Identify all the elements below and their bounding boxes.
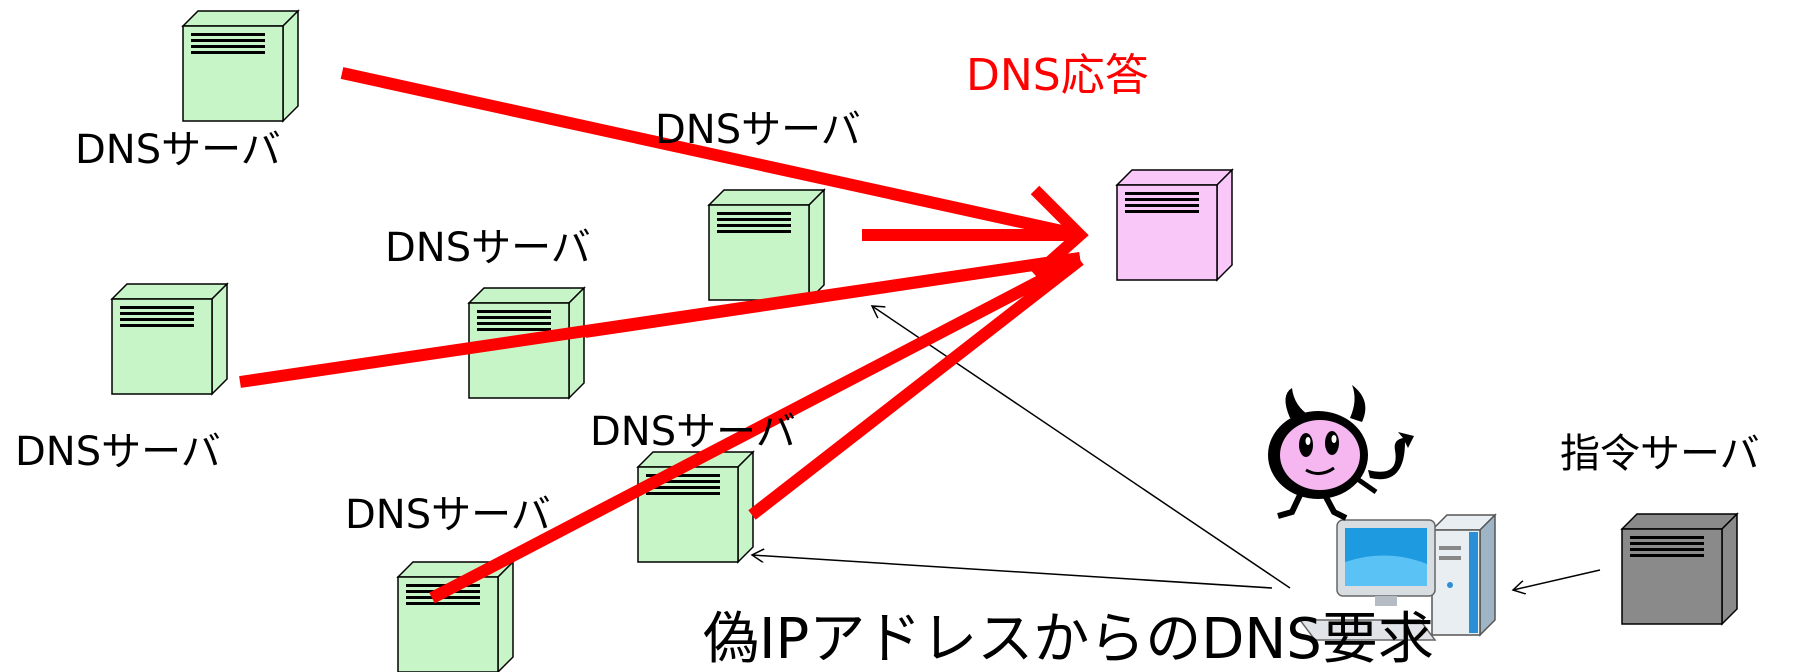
response-arrow <box>584 252 1081 338</box>
dns-server-icon <box>708 189 825 301</box>
response-arrow <box>340 67 1082 241</box>
dns-server-label: DNSサーバ <box>75 127 281 173</box>
dns-server-label: DNSサーバ <box>385 225 591 271</box>
command-server-icon <box>1621 513 1738 625</box>
command-line-to-attacker <box>1513 569 1601 590</box>
response-arrow <box>429 254 1083 604</box>
dns-server-icon <box>637 451 754 563</box>
attacker-devil-icon <box>1268 385 1414 521</box>
dns-server-label: DNSサーバ <box>655 107 861 153</box>
request-line-to-lower-server <box>752 555 1273 589</box>
target-server-icon <box>1116 169 1233 281</box>
command-server-label: 指令サーバ <box>1560 431 1760 477</box>
dns-server-icon <box>182 10 299 122</box>
dns-response-arrows <box>239 67 1089 604</box>
dns-server-label: DNSサーバ <box>15 429 221 475</box>
fake-ip-request-label: 偽IPアドレスからのDNS要求 <box>703 607 1434 672</box>
dns-server-icon <box>397 561 514 672</box>
response-arrow <box>748 255 1084 520</box>
dns-response-label: DNS応答 <box>966 50 1149 101</box>
request-lines <box>752 306 1601 590</box>
dns-server-label: DNSサーバ <box>345 492 551 538</box>
request-line-to-mid-server <box>872 306 1291 589</box>
attacker-pc-icon <box>1298 513 1497 641</box>
dns-server-icon <box>111 283 228 395</box>
response-arrowhead <box>1030 185 1089 280</box>
dns-server-label: DNSサーバ <box>590 409 796 455</box>
